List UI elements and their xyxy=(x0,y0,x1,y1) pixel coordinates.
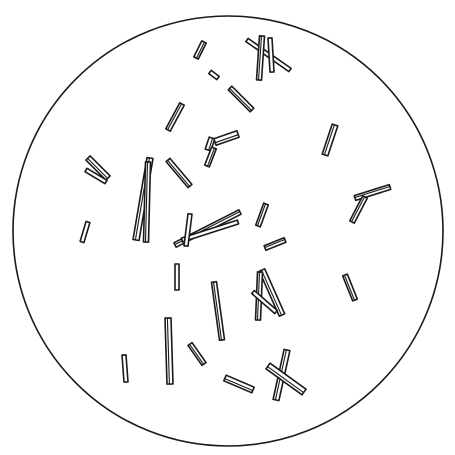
crystal-facet-line xyxy=(224,378,254,392)
crystal-facet-line xyxy=(257,35,263,81)
crystal-facet-line xyxy=(206,148,216,167)
crystal-facet-line xyxy=(87,158,108,179)
crystal-facet-line xyxy=(256,203,267,226)
crystal-facet-line xyxy=(354,185,391,199)
crystal-facet-line xyxy=(351,196,366,223)
crystal-rod xyxy=(85,155,111,181)
crystal-rod xyxy=(213,129,240,147)
crystal-rod xyxy=(250,289,279,315)
crystal-facet-line xyxy=(323,124,335,155)
crystal-facet-line xyxy=(212,282,223,341)
crystal-facet-line xyxy=(189,343,205,365)
crystal-facet-line xyxy=(166,317,170,385)
crystal-facet-line xyxy=(167,159,191,187)
crystal-rod xyxy=(79,220,91,244)
crystal-rod xyxy=(204,136,216,152)
crystal-rod xyxy=(208,69,220,81)
crystal-facet-line xyxy=(208,138,214,151)
crystal-facet-line xyxy=(215,134,239,144)
crystal-rod xyxy=(180,219,240,243)
crystal-group xyxy=(79,34,392,402)
crystal-facet-line xyxy=(229,88,252,111)
crystal-facet-line xyxy=(144,161,149,243)
crystal-rod xyxy=(321,123,339,157)
crystal-rod xyxy=(183,213,193,247)
field-of-view-circle xyxy=(12,15,444,447)
crystal-facet-line xyxy=(343,274,356,301)
crystal-facet-line xyxy=(264,238,286,249)
crystal-facet-line xyxy=(195,41,205,59)
crystal-rod xyxy=(84,167,108,185)
crystal-facet-line xyxy=(267,366,304,394)
crystal-rod xyxy=(174,263,180,291)
crystal-rod xyxy=(267,37,275,73)
crystal-rod xyxy=(121,354,129,383)
crystal-facet-line xyxy=(260,269,283,316)
crystal-facet-line xyxy=(167,103,183,131)
crystal-rod xyxy=(164,317,174,385)
crystal-rod xyxy=(227,85,255,113)
